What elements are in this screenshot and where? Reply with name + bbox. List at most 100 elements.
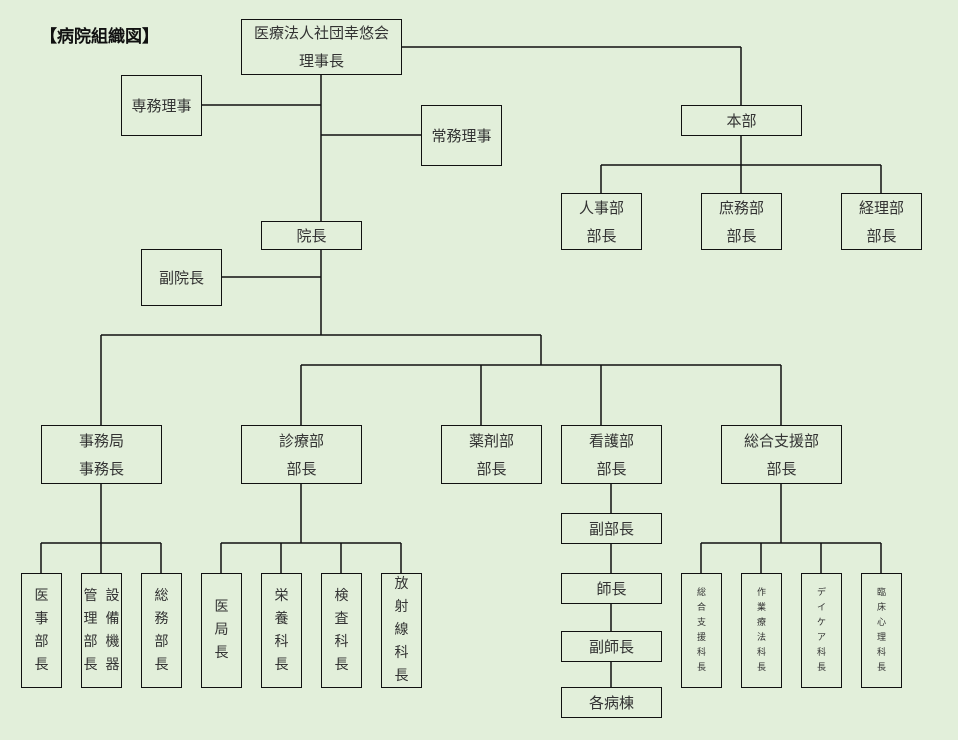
shinryo-box: 診療部部長 [241,425,362,484]
jimu-child-box-char: 管 [83,587,98,604]
chairman-box-line: 理事長 [298,52,344,70]
yakuzai-box: 薬剤部部長 [441,425,542,484]
shinryo-child-box: 栄養科長 [261,573,302,688]
shinryo-child-box-char: 局 [214,622,229,638]
yakuzai-box-line: 薬剤部 [468,431,514,450]
keiri-box: 経理部部長 [841,193,922,250]
senmu-box-line: 専務理事 [131,96,192,115]
jimu-child-box-char: 機 [105,633,120,650]
jimu-child-box-char: 器 [105,656,120,673]
chairman-box-line: 医療法人社団幸悠会 [253,24,389,42]
sogo-child-box-char: 理 [876,632,886,643]
jinji-box-line: 人事部 [578,198,624,217]
shinryo-box-line: 診療部 [278,431,324,450]
sogo-child-box: 作業療法科長 [741,573,782,688]
kango-box: 看護部部長 [561,425,662,484]
sogo-child-box-char: 業 [756,602,766,613]
sogo-child-box-char: 合 [696,602,706,613]
kango-box-line: 看護部 [588,431,634,450]
jimukyoku-box-line: 事務局 [78,431,124,450]
senmu-box: 専務理事 [121,75,202,136]
shomu-box-line: 部長 [726,226,757,245]
shinryo-child-box-char: 科 [394,645,409,661]
jimu-child-box-char: 総 [154,587,169,604]
jimu-child-box-char: 備 [105,610,120,627]
shinryo-child-box-char: 長 [334,656,349,673]
sogo-child-box-char: 療 [756,617,766,628]
shinryo-child-box: 医局長 [201,573,242,688]
director-box: 院長 [261,221,362,250]
jomu-box-line: 常務理事 [431,126,492,145]
yakuzai-box-line: 部長 [476,459,507,478]
sogo-child-box-column: 作業療法科長 [757,586,766,676]
sogo-child-box-char: 科 [756,647,766,658]
shinryo-child-box-char: 射 [394,599,409,615]
shinryo-child-box-char: 科 [334,633,349,650]
jimu-child-box-char: 務 [154,610,169,627]
jimu-child-box-char: 長 [34,656,49,673]
sogo-child-box-column: デイケア科長 [817,586,826,676]
jimukyoku-box-line: 事務長 [78,459,124,478]
sogo-child-box-char: 科 [876,647,886,658]
sogo-child-box-char: 長 [756,662,766,673]
sogo-child-box-char: デ [816,587,826,598]
jimu-child-box-column: 総務部長 [155,585,169,677]
sogo-child-box-char: 支 [696,617,706,628]
shinryo-child-box-column: 放射線科長 [395,573,409,688]
jimu-child-box-char: 部 [34,633,49,650]
sogo-child-box: デイケア科長 [801,573,842,688]
shinryo-child-box-char: 養 [274,610,289,627]
sogo-child-box-column: 総合支援科長 [697,586,706,676]
jomu-box: 常務理事 [421,105,502,166]
sogo-child-box: 総合支援科長 [681,573,722,688]
keiri-box-line: 部長 [866,226,897,245]
keiri-box-line: 経理部 [858,198,904,217]
sogo-box-line: 総合支援部 [743,431,819,450]
honbu-box-line: 本部 [726,111,757,130]
sogo-child-box-char: 床 [876,602,886,613]
kango-sub-box-line: 師長 [596,579,627,598]
shinryo-child-box-char: 栄 [274,587,289,604]
sogo-child-box-char: 科 [696,647,706,658]
sogo-child-box-char: 心 [876,617,886,628]
shomu-box-line: 庶務部 [718,198,764,217]
vice-director-box-line: 副院長 [158,268,204,287]
shomu-box: 庶務部部長 [701,193,782,250]
sogo-child-box-char: 長 [876,662,886,673]
shinryo-child-box-char: 医 [214,599,229,615]
kango-sub-box: 副師長 [561,631,662,662]
jimu-child-box-char: 医 [34,587,49,604]
jimu-child-box-char: 事 [34,610,49,627]
honbu-box: 本部 [681,105,802,136]
shinryo-child-box-char: 検 [334,587,349,604]
kango-sub-box: 各病棟 [561,687,662,718]
jimu-child-box: 管理部長設備機器 [81,573,122,688]
jimu-child-box-column: 設備機器 [106,585,120,677]
jimukyoku-box: 事務局事務長 [41,425,162,484]
chart-title: 【病院組織図】 [40,27,159,47]
sogo-child-box-char: イ [816,602,826,613]
shinryo-box-line: 部長 [286,459,317,478]
shinryo-child-box: 検査科長 [321,573,362,688]
sogo-child-box-char: 長 [816,662,826,673]
sogo-child-box-column: 臨床心理科長 [877,586,886,676]
sogo-child-box-char: 臨 [876,587,886,598]
shinryo-child-box-column: 医局長 [215,596,229,665]
sogo-child-box-char: 法 [756,632,766,643]
jimu-child-box-char: 部 [154,633,169,650]
shinryo-child-box-char: 放 [394,576,409,592]
kango-sub-box-line: 副部長 [588,519,634,538]
jimu-child-box: 総務部長 [141,573,182,688]
jimu-child-box-char: 理 [83,610,98,627]
shinryo-child-box-char: 科 [274,633,289,650]
sogo-child-box-char: 長 [696,662,706,673]
chairman-box: 医療法人社団幸悠会理事長 [241,19,402,75]
jimu-child-box-char: 長 [154,656,169,673]
jimu-child-box-column: 管理部長 [84,585,98,677]
shinryo-child-box-char: 長 [394,668,409,684]
jimu-child-box-char: 設 [105,587,120,604]
jinji-box: 人事部部長 [561,193,642,250]
kango-sub-box: 副部長 [561,513,662,544]
shinryo-child-box-char: 線 [394,622,409,638]
